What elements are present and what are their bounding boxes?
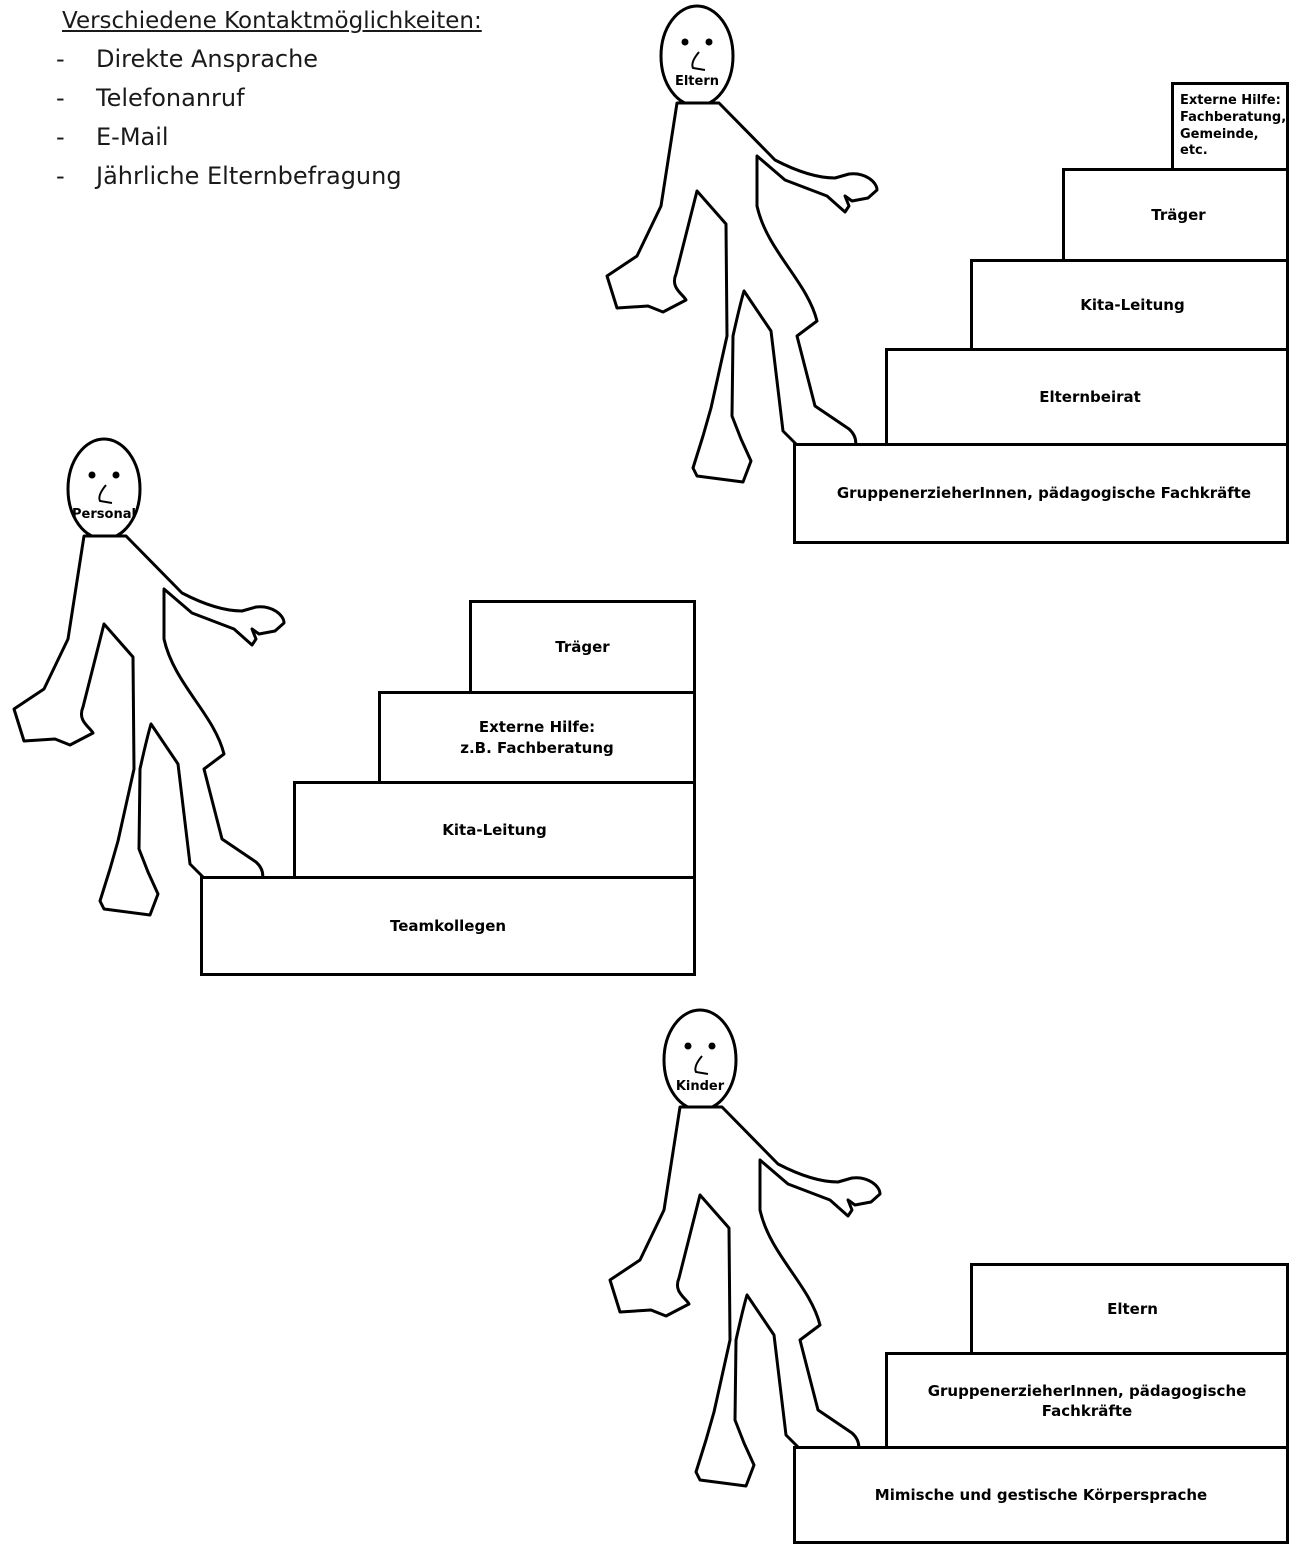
personal-step-3: Externe Hilfe: z.B. Fachberatung bbox=[378, 691, 696, 784]
contact-options-title: Verschiedene Kontaktmöglichkeiten: bbox=[62, 8, 482, 34]
eltern-step-2: Elternbeirat bbox=[885, 348, 1289, 446]
eltern-label: Eltern bbox=[674, 74, 720, 89]
contact-options: Verschiedene Kontaktmöglichkeiten: -Dire… bbox=[56, 8, 482, 196]
eltern-figure bbox=[605, 4, 879, 484]
eltern-step-5: Externe Hilfe: Fachberatung, Gemeinde, e… bbox=[1171, 82, 1289, 171]
eltern-step-4: Träger bbox=[1062, 168, 1289, 262]
kinder-label: Kinder bbox=[675, 1079, 725, 1094]
contact-option: -Telefonanruf bbox=[56, 84, 245, 112]
personal-step-1: Teamkollegen bbox=[200, 876, 696, 976]
personal-label: Personal bbox=[72, 507, 136, 522]
personal-step-4: Träger bbox=[469, 600, 696, 695]
kinder-figure bbox=[608, 1008, 882, 1488]
kinder-step-3: Eltern bbox=[970, 1263, 1289, 1356]
contact-option: -E-Mail bbox=[56, 123, 169, 151]
eltern-step-3: Kita-Leitung bbox=[970, 259, 1289, 351]
kinder-step-1: Mimische und gestische Körpersprache bbox=[793, 1446, 1289, 1544]
personal-figure bbox=[12, 437, 286, 917]
contact-option: -Jährliche Elternbefragung bbox=[56, 162, 402, 190]
contact-options-list: -Direkte Ansprache -Telefonanruf -E-Mail… bbox=[56, 40, 482, 196]
contact-option: -Direkte Ansprache bbox=[56, 45, 319, 73]
personal-step-2: Kita-Leitung bbox=[293, 781, 696, 879]
kinder-step-2: GruppenerzieherInnen, pädagogische Fachk… bbox=[885, 1352, 1289, 1450]
eltern-step-1: GruppenerzieherInnen, pädagogische Fachk… bbox=[793, 443, 1289, 544]
